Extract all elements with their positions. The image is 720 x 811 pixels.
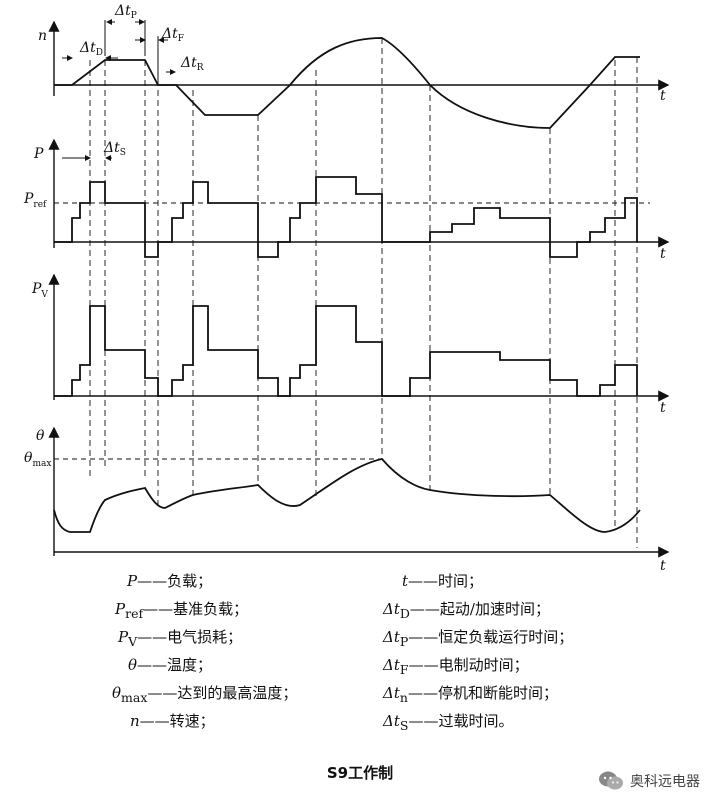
n-t-label: t — [660, 88, 666, 104]
temperature-curve — [53, 458, 641, 533]
legend-item: n——转速； — [130, 712, 215, 730]
p-axis-label: P — [33, 146, 44, 162]
n-axis-label: n — [38, 28, 47, 44]
legend-item: Pref——基准负载； — [115, 600, 249, 621]
legend-item: ΔtS——过载时间。 — [383, 712, 514, 733]
speed-curve — [54, 37, 640, 129]
pv-axis-label: PV — [31, 281, 48, 300]
legend-item: Δtn——停机和断能时间； — [383, 684, 558, 705]
delta-tF-label: ΔtF — [161, 26, 184, 44]
delta-tD-label: ΔtD — [79, 40, 103, 58]
delta-tR-label: ΔtR — [180, 55, 204, 73]
legend-item: ΔtP——恒定负载运行时间； — [383, 628, 574, 649]
p-ref-label: Pref — [23, 191, 47, 210]
legend-item: t——时间； — [402, 572, 484, 590]
theta-t-label: t — [660, 558, 666, 574]
guide-lines — [89, 38, 638, 548]
wechat-icon — [599, 771, 623, 790]
legend-item: ΔtD——起动/加速时间； — [383, 600, 550, 621]
pv-t-label: t — [660, 400, 666, 416]
watermark-text: 奥科远电器 — [630, 774, 700, 790]
delta-tP-label: ΔtP — [114, 3, 137, 21]
loss-curve — [54, 305, 638, 397]
legend-item: θ——温度； — [128, 656, 213, 674]
delta-tS-label: ΔtS — [103, 140, 126, 158]
theta-max-label: θmax — [24, 450, 51, 469]
load-curve — [54, 176, 638, 258]
figure-caption: S9工作制 — [326, 764, 394, 782]
legend-item: PV——电气损耗； — [118, 628, 243, 649]
theta-axis-label: θ — [36, 428, 45, 444]
legend-item: ΔtF——电制动时间； — [383, 656, 529, 677]
watermark: 奥科远电器 — [598, 770, 700, 792]
p-t-label: t — [660, 246, 666, 262]
legend-item: P——负载； — [127, 572, 213, 590]
legend-item: θmax——达到的最高温度； — [112, 684, 298, 705]
